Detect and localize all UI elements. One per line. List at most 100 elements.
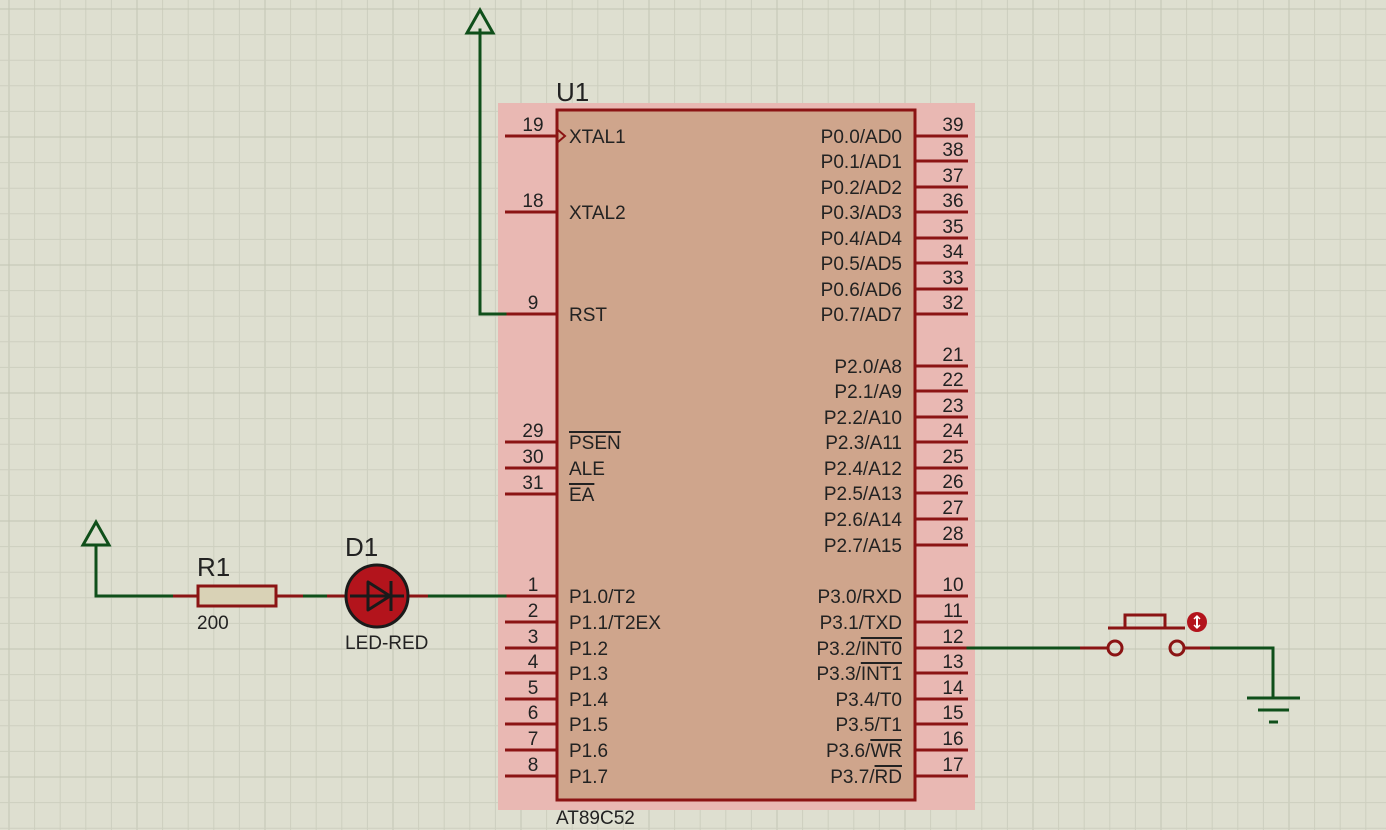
pin-number: 4 xyxy=(528,652,539,673)
wire-power-resistor[interactable] xyxy=(94,543,175,598)
pin-label: EA xyxy=(569,485,595,506)
mcu-ref-label: U1 xyxy=(556,77,589,107)
pushbutton-icon[interactable] xyxy=(1080,613,1210,657)
pin-label: P1.1/T2EX xyxy=(569,613,661,634)
resistor-r1[interactable]: R1 200 xyxy=(173,552,303,634)
xtal1-clock-marker xyxy=(557,129,567,143)
mcu-left-pins: 19XTAL118XTAL29RST29PSEN30ALE31EA1P1.0/T… xyxy=(505,115,661,788)
pin-number: 29 xyxy=(522,421,543,442)
pin-number: 35 xyxy=(942,217,963,238)
ground-icon[interactable] xyxy=(1247,696,1300,724)
wire-button-ground[interactable] xyxy=(1208,646,1275,700)
pin-label: XTAL1 xyxy=(569,127,626,148)
pin-number: 37 xyxy=(942,166,963,187)
pin-label: P2.3/A11 xyxy=(825,433,902,454)
pin-label: P3.4/T0 xyxy=(835,690,902,711)
diode-icon xyxy=(366,580,392,612)
pin-number: 12 xyxy=(942,627,963,648)
pin-label: P2.2/A10 xyxy=(824,408,902,429)
pin-number: 33 xyxy=(942,268,963,289)
mcu-part-label: AT89C52 xyxy=(556,808,635,829)
pin-number: 7 xyxy=(528,729,539,750)
pin-number: 17 xyxy=(942,755,963,776)
pin-label: P1.3 xyxy=(569,664,608,685)
mcu-pin-1[interactable]: 1P1.0/T2 xyxy=(505,575,636,608)
mcu-pin-8[interactable]: 8P1.7 xyxy=(505,755,608,788)
mcu-pin-7[interactable]: 7P1.6 xyxy=(505,729,608,762)
pin-number: 13 xyxy=(942,652,963,673)
pin-label: P1.7 xyxy=(569,767,608,788)
led-d1[interactable]: D1 LED-RED xyxy=(327,532,428,654)
wire-rst-power[interactable] xyxy=(478,28,507,316)
mcu-pin-6[interactable]: 6P1.5 xyxy=(505,703,608,736)
pin-number: 26 xyxy=(942,472,963,493)
pin-label: P2.6/A14 xyxy=(824,510,903,531)
pin-number: 1 xyxy=(528,575,539,596)
pin-number: 2 xyxy=(528,601,539,622)
pin-label: RST xyxy=(569,305,607,326)
mcu-pin-3[interactable]: 3P1.2 xyxy=(505,627,608,660)
pin-number: 9 xyxy=(528,293,539,314)
power-arrow-icon[interactable] xyxy=(80,518,112,547)
pin-label: P0.3/AD3 xyxy=(821,203,902,224)
mcu-pin-2[interactable]: 2P1.1/T2EX xyxy=(505,601,661,634)
power-arrow-icon[interactable] xyxy=(464,6,496,35)
pin-number: 34 xyxy=(942,242,964,263)
pin-label: P1.6 xyxy=(569,741,608,762)
pin-number: 24 xyxy=(942,421,964,442)
pin-label: P2.5/A13 xyxy=(824,484,902,505)
mcu-u1[interactable]: U1 AT89C52 19XTAL118XTAL29RST29PSEN30ALE… xyxy=(498,77,975,829)
pin-number: 10 xyxy=(942,575,963,596)
pin-number: 6 xyxy=(528,703,539,724)
pin-label: P0.2/AD2 xyxy=(821,178,902,199)
pin-number: 36 xyxy=(942,191,963,212)
interactive-marker-icon[interactable] xyxy=(1187,612,1207,632)
pin-label: PSEN xyxy=(569,433,621,454)
pin-number: 31 xyxy=(522,473,543,494)
mcu-pin-5[interactable]: 5P1.4 xyxy=(505,678,609,711)
pin-label: P0.4/AD4 xyxy=(821,229,903,250)
resistor-value-label: 200 xyxy=(197,613,229,634)
pin-label: P1.4 xyxy=(569,690,609,711)
pin-label: P3.5/T1 xyxy=(835,715,902,736)
pin-label: P3.0/RXD xyxy=(818,587,902,608)
pin-number: 25 xyxy=(942,447,963,468)
mcu-body[interactable] xyxy=(555,108,917,802)
resistor-body[interactable] xyxy=(196,584,278,608)
pin-number: 32 xyxy=(942,293,963,314)
pin-label: P3.2/INT0 xyxy=(816,639,902,660)
mcu-pin-4[interactable]: 4P1.3 xyxy=(505,652,608,685)
pin-label: P2.0/A8 xyxy=(834,357,902,378)
